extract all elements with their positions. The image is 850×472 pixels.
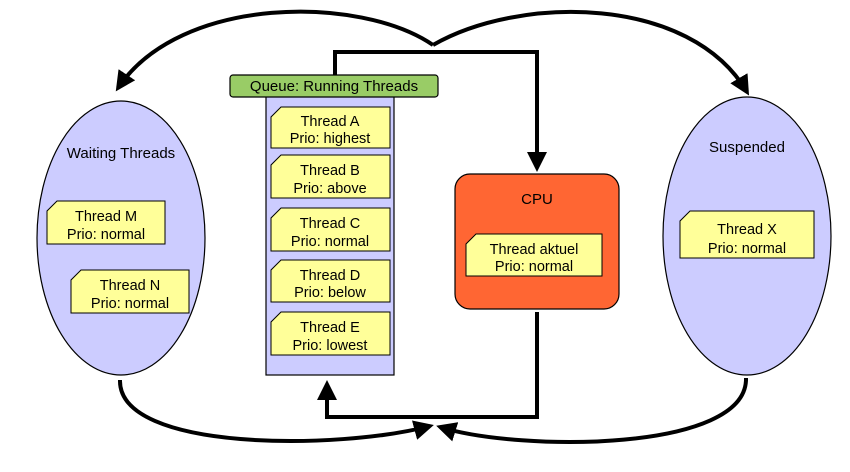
thread-prio: Prio: lowest <box>293 338 368 354</box>
cpu-title: CPU <box>521 191 553 208</box>
thread-name: Thread X <box>717 222 777 238</box>
thread-prio: Prio: normal <box>91 296 169 312</box>
card-shape <box>679 210 815 259</box>
card-shape <box>46 200 166 245</box>
thread-name: Thread D <box>300 268 360 284</box>
thread-card-current: Thread aktuel Prio: normal <box>465 233 603 277</box>
thread-card: Thread A Prio: highest <box>270 106 391 149</box>
thread-card: Thread N Prio: normal <box>70 269 190 314</box>
waiting-threads-title: Waiting Threads <box>67 145 175 162</box>
thread-name: Thread A <box>301 114 360 130</box>
thread-prio: Prio: highest <box>290 131 371 147</box>
arrow-to-waiting <box>115 9 435 92</box>
thread-card: Thread B Prio: above <box>270 154 391 199</box>
thread-name: Thread E <box>300 320 360 336</box>
thread-name: Thread C <box>300 216 360 232</box>
queue-title: Queue: Running Threads <box>250 78 418 95</box>
arrow-queue-to-cpu <box>333 50 547 172</box>
thread-prio: Prio: below <box>294 285 366 301</box>
thread-card: Thread M Prio: normal <box>46 200 166 245</box>
transition-arrows <box>115 9 750 444</box>
card-shape <box>270 154 391 199</box>
thread-card: Thread X Prio: normal <box>679 210 815 259</box>
thread-prio: Prio: normal <box>67 227 145 243</box>
card-shape <box>465 233 603 277</box>
card-shape <box>70 269 190 314</box>
thread-card: Thread E Prio: lowest <box>270 311 391 356</box>
thread-name: Thread M <box>75 209 137 225</box>
arrow-suspended-return <box>436 377 749 444</box>
thread-prio: Prio: above <box>293 181 366 197</box>
arrow-cpu-to-queue <box>317 312 539 419</box>
thread-card: Thread D Prio: below <box>270 259 391 303</box>
thread-prio: Prio: normal <box>495 259 573 275</box>
thread-prio: Prio: normal <box>291 234 369 250</box>
thread-name: Thread B <box>300 163 360 179</box>
thread-name: Thread aktuel <box>490 242 579 258</box>
queue-title-box <box>229 74 439 98</box>
thread-name: Thread N <box>100 278 160 294</box>
thread-card: Thread C Prio: normal <box>270 207 391 252</box>
card-shape <box>270 207 391 252</box>
card-shape <box>270 259 391 303</box>
arrow-waiting-return <box>117 379 434 443</box>
card-shape <box>270 311 391 356</box>
card-shape <box>270 106 391 149</box>
thread-prio: Prio: normal <box>708 241 786 257</box>
suspended-title: Suspended <box>709 139 785 156</box>
arrow-to-suspended <box>432 10 750 96</box>
